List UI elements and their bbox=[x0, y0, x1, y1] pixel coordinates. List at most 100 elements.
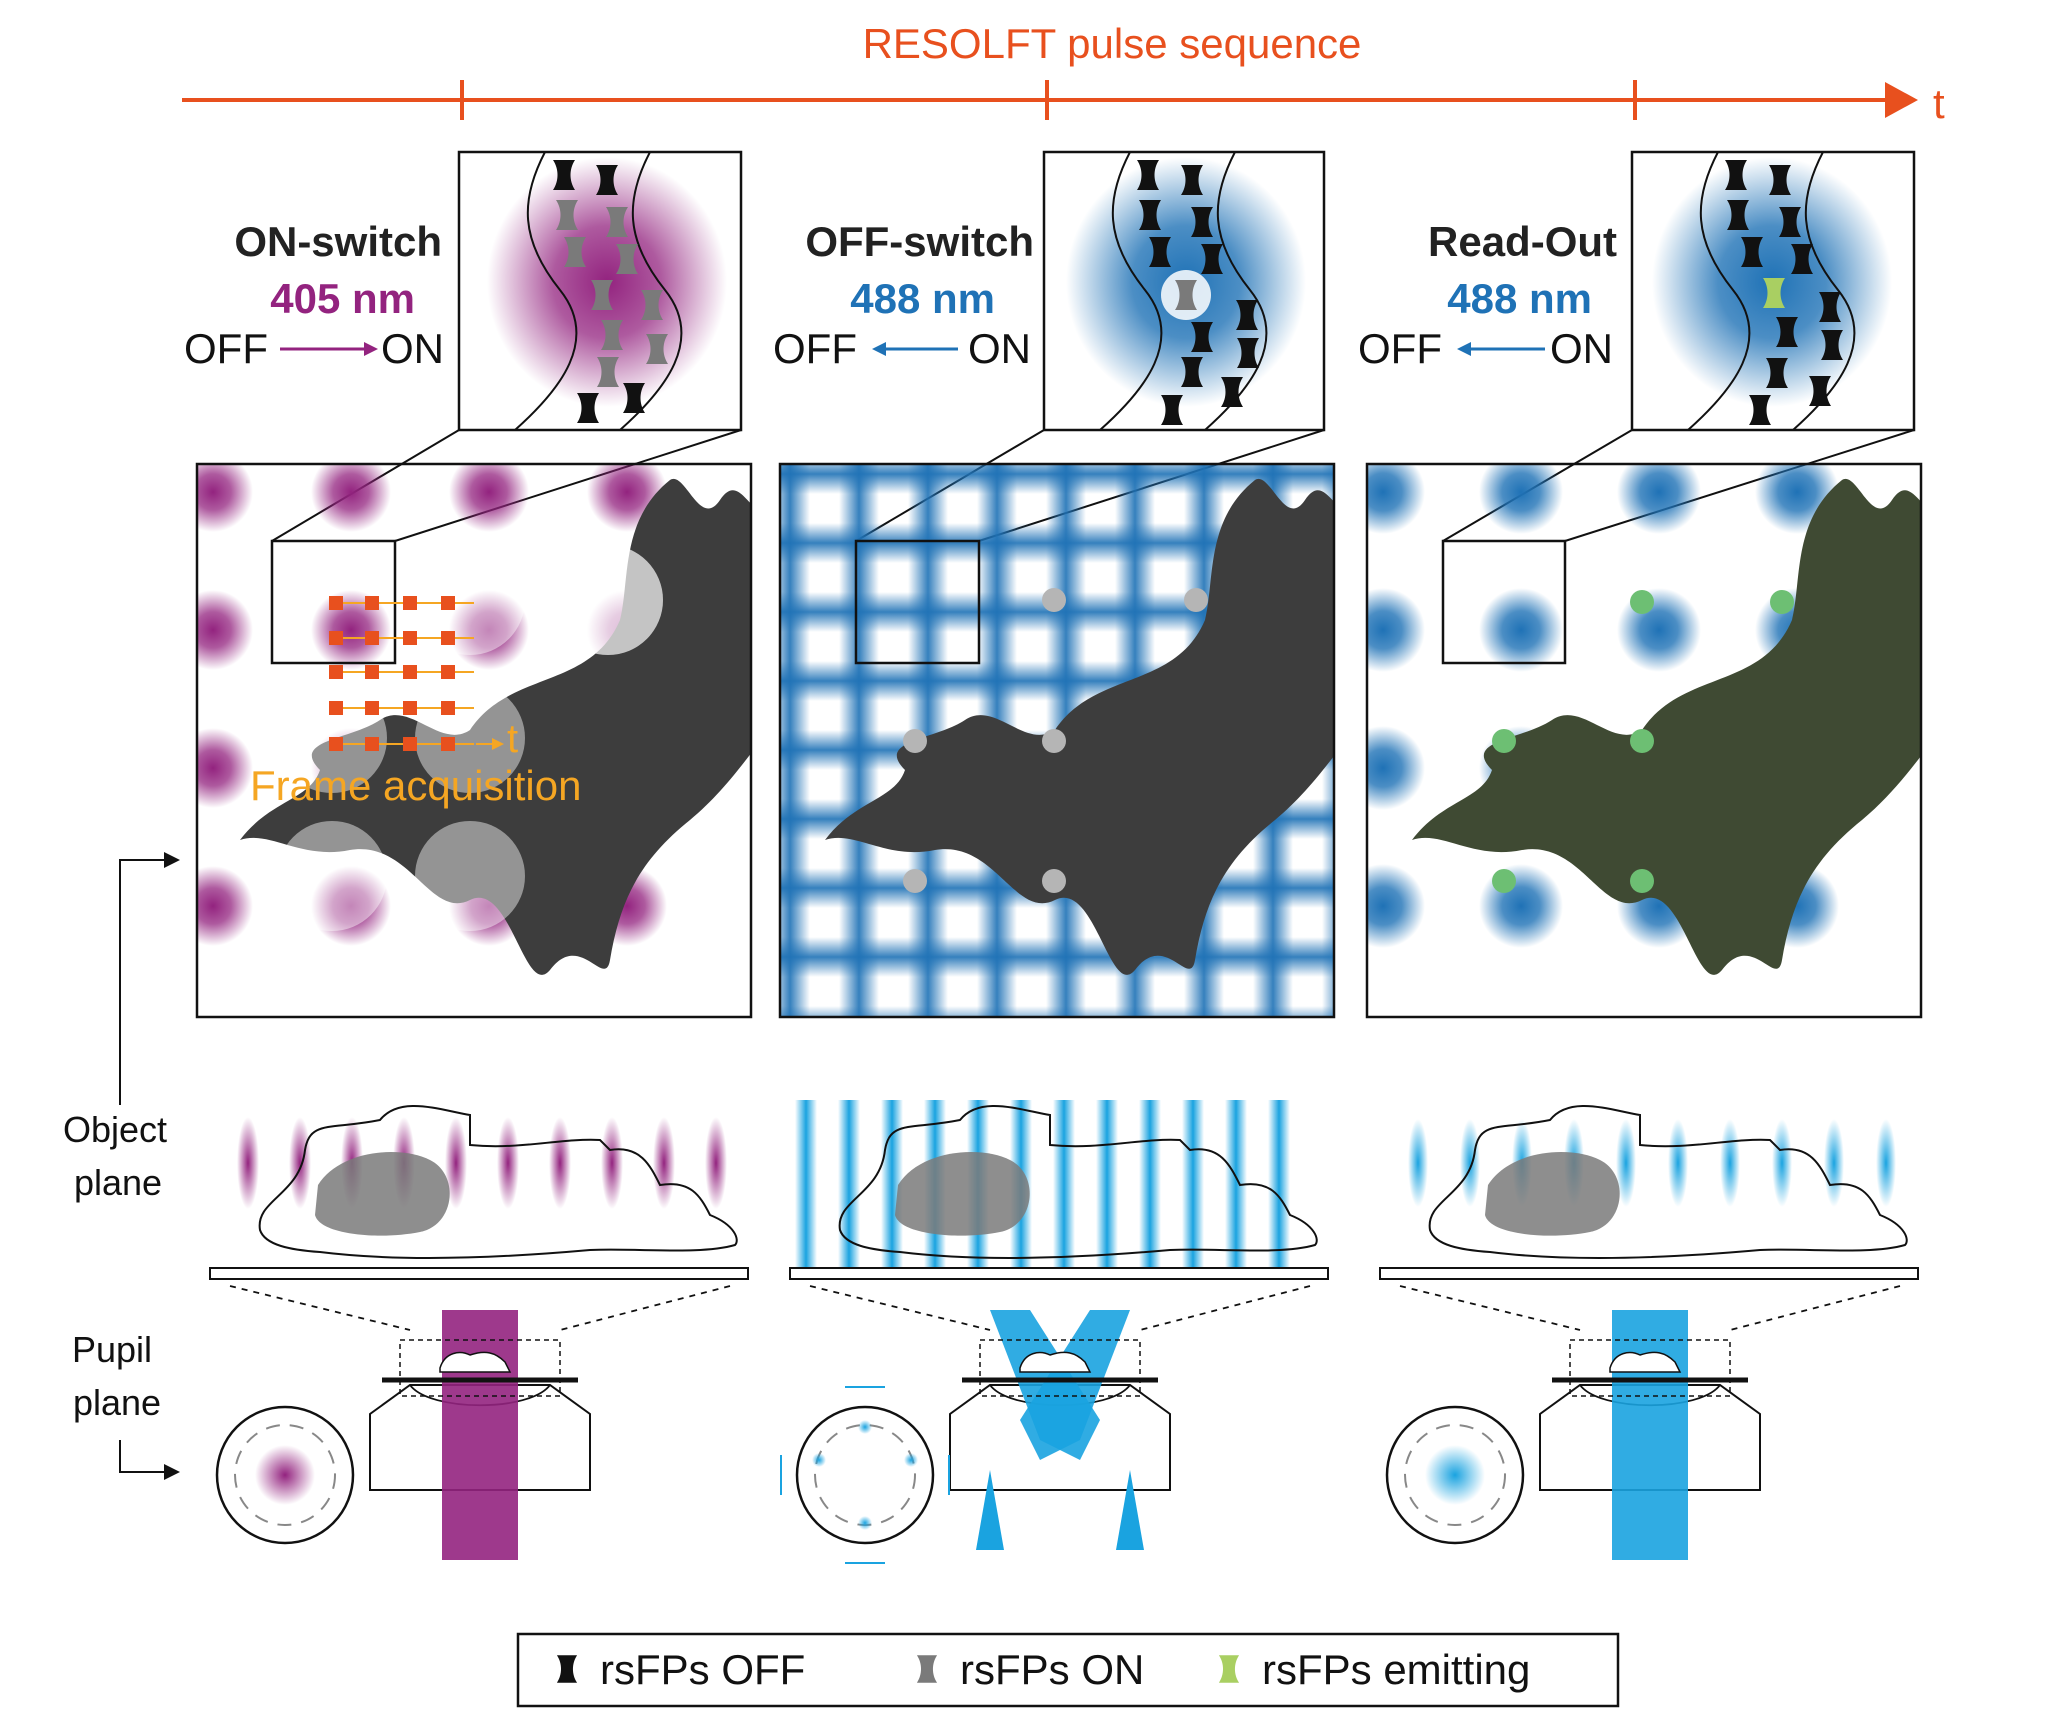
object-plane-label-line1: Object bbox=[63, 1109, 167, 1150]
step-3-title: Read-Out bbox=[1428, 218, 1617, 265]
step-2-wavelength: 488 nm bbox=[850, 275, 995, 322]
cyan-beam bbox=[1612, 1310, 1688, 1560]
violet-lobe bbox=[237, 1117, 259, 1209]
violet-lobe bbox=[705, 1117, 727, 1209]
violet-spot bbox=[197, 866, 253, 946]
pupil-plane-label-line1: Pupil bbox=[72, 1329, 152, 1370]
membrane-right bbox=[1204, 152, 1268, 430]
object-plane-pointer bbox=[119, 859, 165, 1105]
membrane-right bbox=[619, 152, 683, 430]
step-3-from-state: OFF bbox=[1358, 325, 1442, 372]
step-2-to-state: ON bbox=[968, 325, 1031, 372]
pupil-spot-cyan bbox=[858, 1420, 872, 1434]
emitting-spot bbox=[1630, 590, 1654, 614]
step-1-to-state: ON bbox=[381, 325, 444, 372]
violet-spot bbox=[197, 590, 253, 670]
frame-scan-point bbox=[403, 737, 417, 751]
legend-label-emitting: rsFPs emitting bbox=[1262, 1646, 1530, 1693]
frame-scan-point bbox=[403, 701, 417, 715]
pupil-circle bbox=[795, 1405, 935, 1545]
legend-box bbox=[516, 1632, 1620, 1708]
coverslip bbox=[209, 1267, 749, 1280]
step-3-wavelength: 488 nm bbox=[1447, 275, 1592, 322]
on-switched-region bbox=[277, 821, 387, 931]
readout-spot bbox=[1367, 464, 1425, 534]
readout-spot bbox=[1617, 464, 1701, 534]
mini-cell bbox=[1019, 1351, 1092, 1373]
frame-scan-point bbox=[329, 701, 343, 715]
plane-labels: Object plane Pupil plane bbox=[63, 852, 180, 1480]
on-switched-region bbox=[415, 821, 525, 931]
cyan-lobe bbox=[1668, 1119, 1688, 1207]
violet-lobe bbox=[497, 1117, 519, 1209]
step-3-to-state: ON bbox=[1550, 325, 1613, 372]
violet-lobe bbox=[653, 1117, 675, 1209]
frame-scan-point bbox=[365, 596, 379, 610]
frame-scan-point bbox=[441, 701, 455, 715]
step-3-arrowhead bbox=[1457, 342, 1471, 356]
cyan-stripe bbox=[1182, 1100, 1204, 1268]
frame-scan-point bbox=[441, 737, 455, 751]
cyan-lobe bbox=[1772, 1119, 1792, 1207]
panel-on-switch: t Frame acquisition bbox=[195, 462, 753, 1019]
cyan-stripe bbox=[795, 1100, 817, 1268]
cyan-lobe bbox=[1876, 1119, 1896, 1207]
frame-scan-point bbox=[365, 665, 379, 679]
timeline-title: RESOLFT pulse sequence bbox=[863, 20, 1362, 67]
pupil-spot-cyan bbox=[812, 1453, 826, 1467]
cyan-lobe bbox=[1616, 1119, 1636, 1207]
frame-acquisition-axis-label: t bbox=[507, 717, 518, 761]
emitting-spot bbox=[1492, 869, 1516, 893]
pupil-spot-cyan bbox=[904, 1453, 918, 1467]
off-stripe-horizontal bbox=[780, 464, 1334, 494]
coverslip bbox=[789, 1267, 1329, 1280]
zoom-dash bbox=[809, 1285, 991, 1331]
cyan-stripe bbox=[1096, 1100, 1118, 1268]
panel-read-out bbox=[1365, 462, 1923, 1019]
zoom-region-box bbox=[854, 539, 981, 665]
legend-label-off: rsFPs OFF bbox=[600, 1646, 805, 1693]
pupil-plane-label-line2: plane bbox=[73, 1382, 161, 1423]
on-switched-region bbox=[415, 545, 525, 655]
cell-outline bbox=[258, 1105, 738, 1259]
on-switched-region bbox=[553, 545, 663, 655]
nucleus bbox=[1485, 1152, 1620, 1236]
violet-lobe bbox=[549, 1117, 571, 1209]
step-1-wavelength: 405 nm bbox=[270, 275, 415, 322]
zoom-inset-read-out bbox=[1630, 150, 1916, 432]
frame-scan-point bbox=[365, 631, 379, 645]
violet-beam bbox=[442, 1310, 518, 1560]
mini-cell bbox=[439, 1351, 512, 1373]
step-2-from-state: OFF bbox=[773, 325, 857, 372]
step-2-arrowhead bbox=[872, 342, 886, 356]
frame-scan-point bbox=[441, 631, 455, 645]
violet-spot bbox=[311, 866, 391, 946]
cell-outline bbox=[838, 1105, 1318, 1259]
readout-spot bbox=[1367, 726, 1425, 810]
remaining-on-spot bbox=[903, 869, 927, 893]
zoom-inset-off-switch bbox=[1042, 150, 1326, 432]
frame-scan-point bbox=[329, 596, 343, 610]
cyan-lobe bbox=[1720, 1119, 1740, 1207]
remaining-on-spot bbox=[1042, 588, 1066, 612]
cyan-stripe bbox=[1268, 1100, 1290, 1268]
coverslip bbox=[1379, 1267, 1919, 1280]
object-plane-row bbox=[209, 1100, 1919, 1331]
cyan-stripe bbox=[1139, 1100, 1161, 1268]
remaining-on-spot bbox=[1042, 869, 1066, 893]
frame-scan-point bbox=[441, 665, 455, 679]
zoom-dash bbox=[1729, 1285, 1901, 1331]
cyan-lobe bbox=[1460, 1119, 1480, 1207]
legend-label-on: rsFPs ON bbox=[960, 1646, 1144, 1693]
zoom-inset-on-switch bbox=[457, 150, 743, 432]
frame-scan-point bbox=[403, 631, 417, 645]
violet-spot bbox=[311, 464, 391, 532]
frame-scan-point bbox=[403, 596, 417, 610]
readout-spot bbox=[1367, 588, 1425, 672]
timeline-axis-label: t bbox=[1933, 80, 1945, 127]
readout-spot bbox=[1479, 588, 1563, 672]
nucleus bbox=[315, 1152, 450, 1236]
frame-scan-point bbox=[403, 665, 417, 679]
membrane-left bbox=[514, 152, 578, 430]
